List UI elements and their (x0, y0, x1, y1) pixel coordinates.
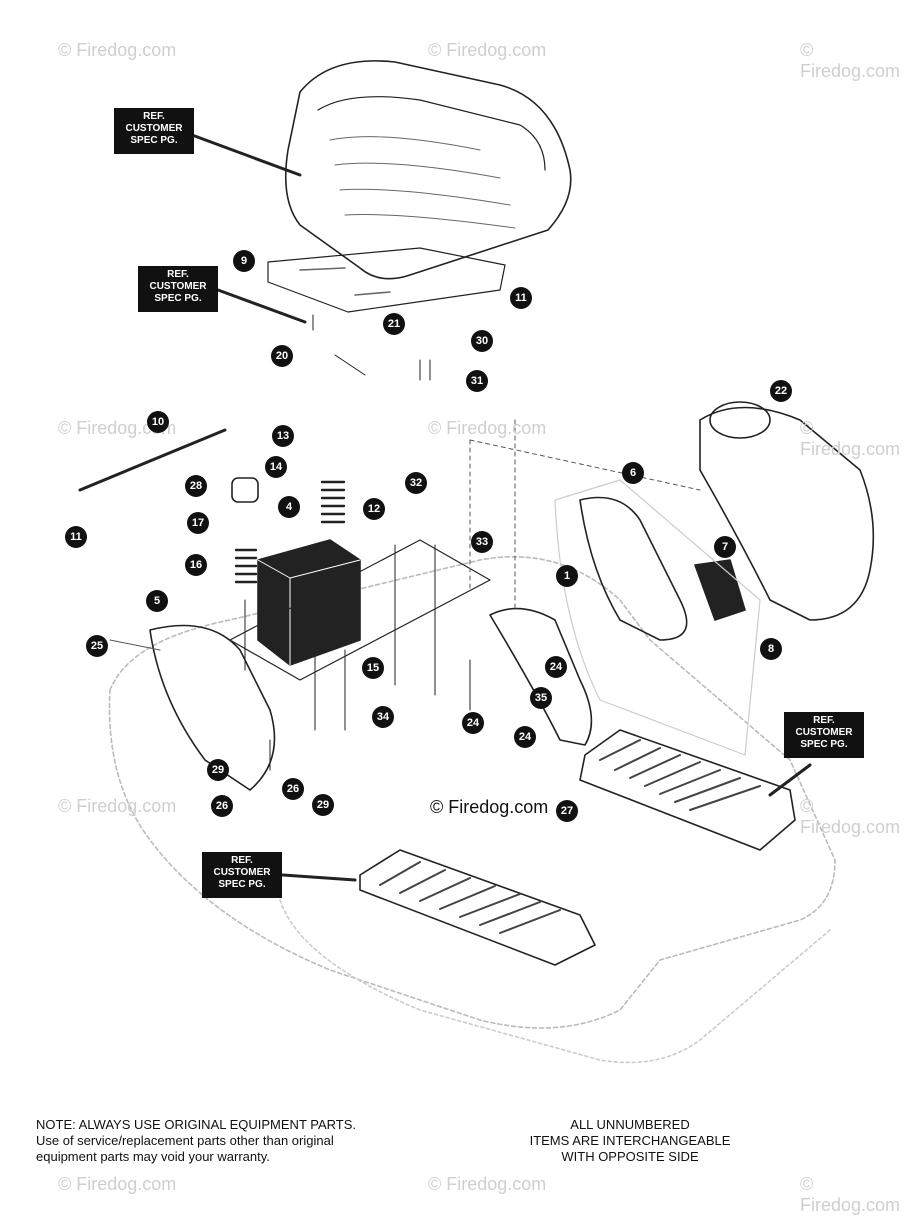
callout-28[interactable]: 28 (185, 475, 207, 497)
callout-6[interactable]: 6 (622, 462, 644, 484)
watermark: © Firedog.com (800, 40, 901, 81)
warranty-note: NOTE: ALWAYS USE ORIGINAL EQUIPMENT PART… (36, 1117, 456, 1165)
callout-24[interactable]: 24 (514, 726, 536, 748)
callout-26[interactable]: 26 (211, 795, 233, 817)
callout-27[interactable]: 27 (556, 800, 578, 822)
callout-35[interactable]: 35 (530, 687, 552, 709)
footrest-left (359, 849, 596, 966)
watermark: © Firedog.com (428, 418, 547, 438)
footrest-right (579, 729, 796, 851)
callout-32[interactable]: 32 (405, 472, 427, 494)
callout-8[interactable]: 8 (760, 638, 782, 660)
callout-11[interactable]: 11 (510, 287, 532, 309)
rear-body (108, 556, 836, 1029)
callout-10[interactable]: 10 (147, 411, 169, 433)
watermark: © Firedog.com (800, 1174, 901, 1215)
callout-5[interactable]: 5 (146, 590, 168, 612)
note-heading: NOTE: ALWAYS USE ORIGINAL EQUIPMENT PART… (36, 1117, 357, 1132)
callout-16[interactable]: 16 (185, 554, 207, 576)
callout-33[interactable]: 33 (471, 531, 493, 553)
callout-25[interactable]: 25 (86, 635, 108, 657)
interchangeable-note: ALL UNNUMBERED ITEMS ARE INTERCHANGEABLE… (529, 1117, 731, 1164)
callout-24[interactable]: 24 (545, 656, 567, 678)
callout-4[interactable]: 4 (278, 496, 300, 518)
watermark: © Firedog.com (428, 1174, 547, 1194)
callout-30[interactable]: 30 (471, 330, 493, 352)
callout-13[interactable]: 13 (272, 425, 294, 447)
callout-9[interactable]: 9 (233, 250, 255, 272)
callout-21[interactable]: 21 (383, 313, 405, 335)
watermark: © Firedog.com (800, 796, 901, 837)
right-fender (699, 406, 875, 621)
pivot-rod (78, 428, 227, 492)
center-watermark: © Firedog.com (430, 797, 549, 818)
callout-34[interactable]: 34 (372, 706, 394, 728)
lever-part (694, 559, 746, 621)
callout-12[interactable]: 12 (363, 498, 385, 520)
callout-29[interactable]: 29 (312, 794, 334, 816)
callout-7[interactable]: 7 (714, 536, 736, 558)
seat-outline (284, 60, 572, 280)
watermark: © Firedog.com (58, 418, 177, 438)
callout-14[interactable]: 14 (265, 456, 287, 478)
battery (257, 539, 361, 666)
callout-26[interactable]: 26 (282, 778, 304, 800)
watermark: © Firedog.com (428, 40, 547, 60)
callout-17[interactable]: 17 (187, 512, 209, 534)
callout-20[interactable]: 20 (271, 345, 293, 367)
callout-11[interactable]: 11 (65, 526, 87, 548)
callout-1[interactable]: 1 (556, 565, 578, 587)
callout-24[interactable]: 24 (462, 712, 484, 734)
callout-15[interactable]: 15 (362, 657, 384, 679)
callout-29[interactable]: 29 (207, 759, 229, 781)
callout-22[interactable]: 22 (770, 380, 792, 402)
watermark: © Firedog.com (58, 796, 177, 816)
watermark: © Firedog.com (58, 1174, 177, 1194)
callout-31[interactable]: 31 (466, 370, 488, 392)
watermark: © Firedog.com (800, 418, 901, 459)
watermark: © Firedog.com (58, 40, 177, 60)
